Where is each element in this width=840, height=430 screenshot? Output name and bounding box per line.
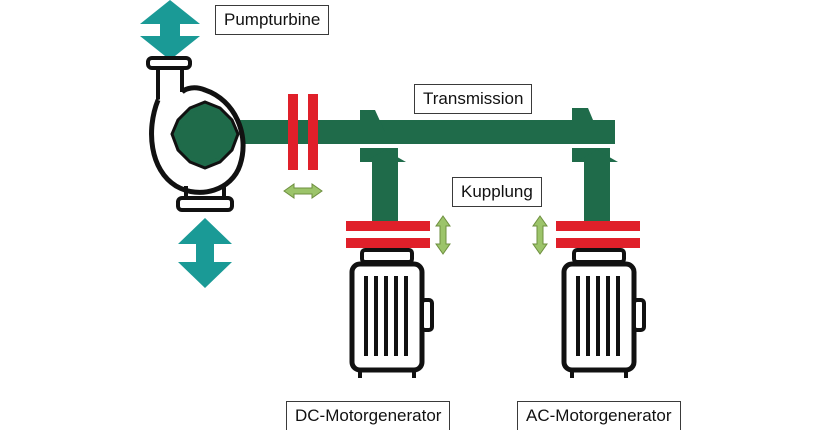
flow-arrow-top bbox=[140, 0, 200, 60]
label-ac-generator: AC-Motorgenerator bbox=[517, 401, 681, 430]
label-dc-generator: DC-Motorgenerator bbox=[286, 401, 451, 430]
motion-arrow-ac bbox=[532, 215, 548, 255]
label-coupling: Kupplung bbox=[452, 177, 542, 207]
motion-arrow-horizontal bbox=[283, 183, 323, 199]
gear-right-top bbox=[572, 108, 598, 132]
pump-turbine-icon bbox=[146, 56, 246, 212]
motor-icon-dc bbox=[349, 248, 434, 378]
label-transmission: Transmission bbox=[414, 84, 533, 114]
coupling-dc bbox=[346, 221, 430, 248]
main-shaft bbox=[200, 120, 615, 144]
coupling-ac bbox=[556, 221, 640, 248]
label-pump-turbine: Pumpturbine bbox=[215, 5, 330, 35]
motion-arrow-dc bbox=[435, 215, 451, 255]
gear-dc bbox=[364, 150, 406, 162]
flow-arrow-bottom bbox=[178, 218, 232, 288]
gear-left-top bbox=[360, 110, 385, 132]
gear-ac bbox=[576, 150, 618, 162]
coupling-main bbox=[288, 94, 318, 170]
motor-icon-ac bbox=[561, 248, 646, 378]
